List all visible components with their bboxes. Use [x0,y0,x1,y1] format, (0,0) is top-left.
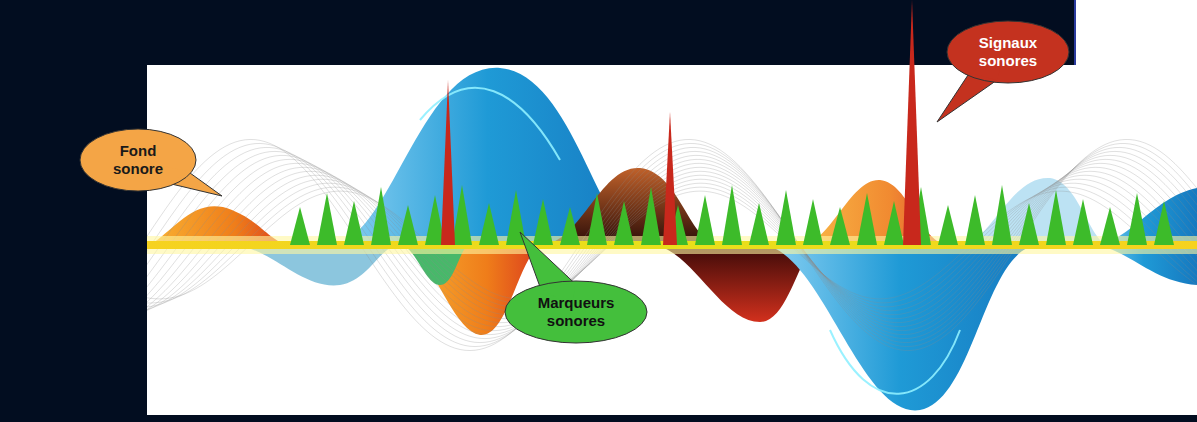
bubble-ellipse [947,21,1069,83]
signal-callout: Signaux sonores [946,20,1070,84]
bubble-ellipse [80,129,196,191]
marker-triangle [479,203,499,245]
callout-text: Signaux sonores [972,34,1044,70]
callout-text: Fond sonore [105,142,171,178]
marker-triangle [1046,190,1066,245]
marker-triangle [1073,199,1093,245]
marker-triangle [992,185,1012,245]
callout-text: Marqueurs sonores [530,294,622,330]
marker-triangle [560,207,580,245]
green-markers [290,185,1174,245]
marker-triangle [722,185,742,245]
marker-triangle [290,207,310,245]
marker-triangle [938,205,958,245]
marker-triangle [371,187,391,245]
marker-triangle [857,193,877,245]
marker-triangle [1154,201,1174,245]
bubble-ellipse [505,281,647,343]
marker-triangle [776,190,796,245]
marker-triangle [452,185,472,245]
marker-callout: Marqueurs sonores [504,280,648,344]
marker-triangle [398,205,418,245]
orange-wave [800,180,950,245]
marker-triangle [587,193,607,245]
marker-triangle [1019,203,1039,245]
marker-triangle [830,207,850,245]
waves [147,68,1197,411]
marker-triangle [641,187,661,245]
red-spike [441,80,455,245]
blue-wave [960,178,1110,245]
marker-triangle [614,201,634,245]
background-callout: Fond sonore [79,128,197,192]
panel [147,65,1197,415]
marker-triangle [695,195,715,245]
marker-triangle [803,199,823,245]
marker-triangle [1100,207,1120,245]
marker-triangle [965,195,985,245]
marker-triangle [749,203,769,245]
bubble-tail [520,232,575,288]
blue-wave [330,68,645,245]
marker-triangle [533,199,553,245]
marker-triangle [317,193,337,245]
marker-triangle [344,201,364,245]
marker-triangle [1127,193,1147,245]
marker-triangle [884,201,904,245]
red-spike [663,112,677,245]
red-spike [903,0,921,245]
